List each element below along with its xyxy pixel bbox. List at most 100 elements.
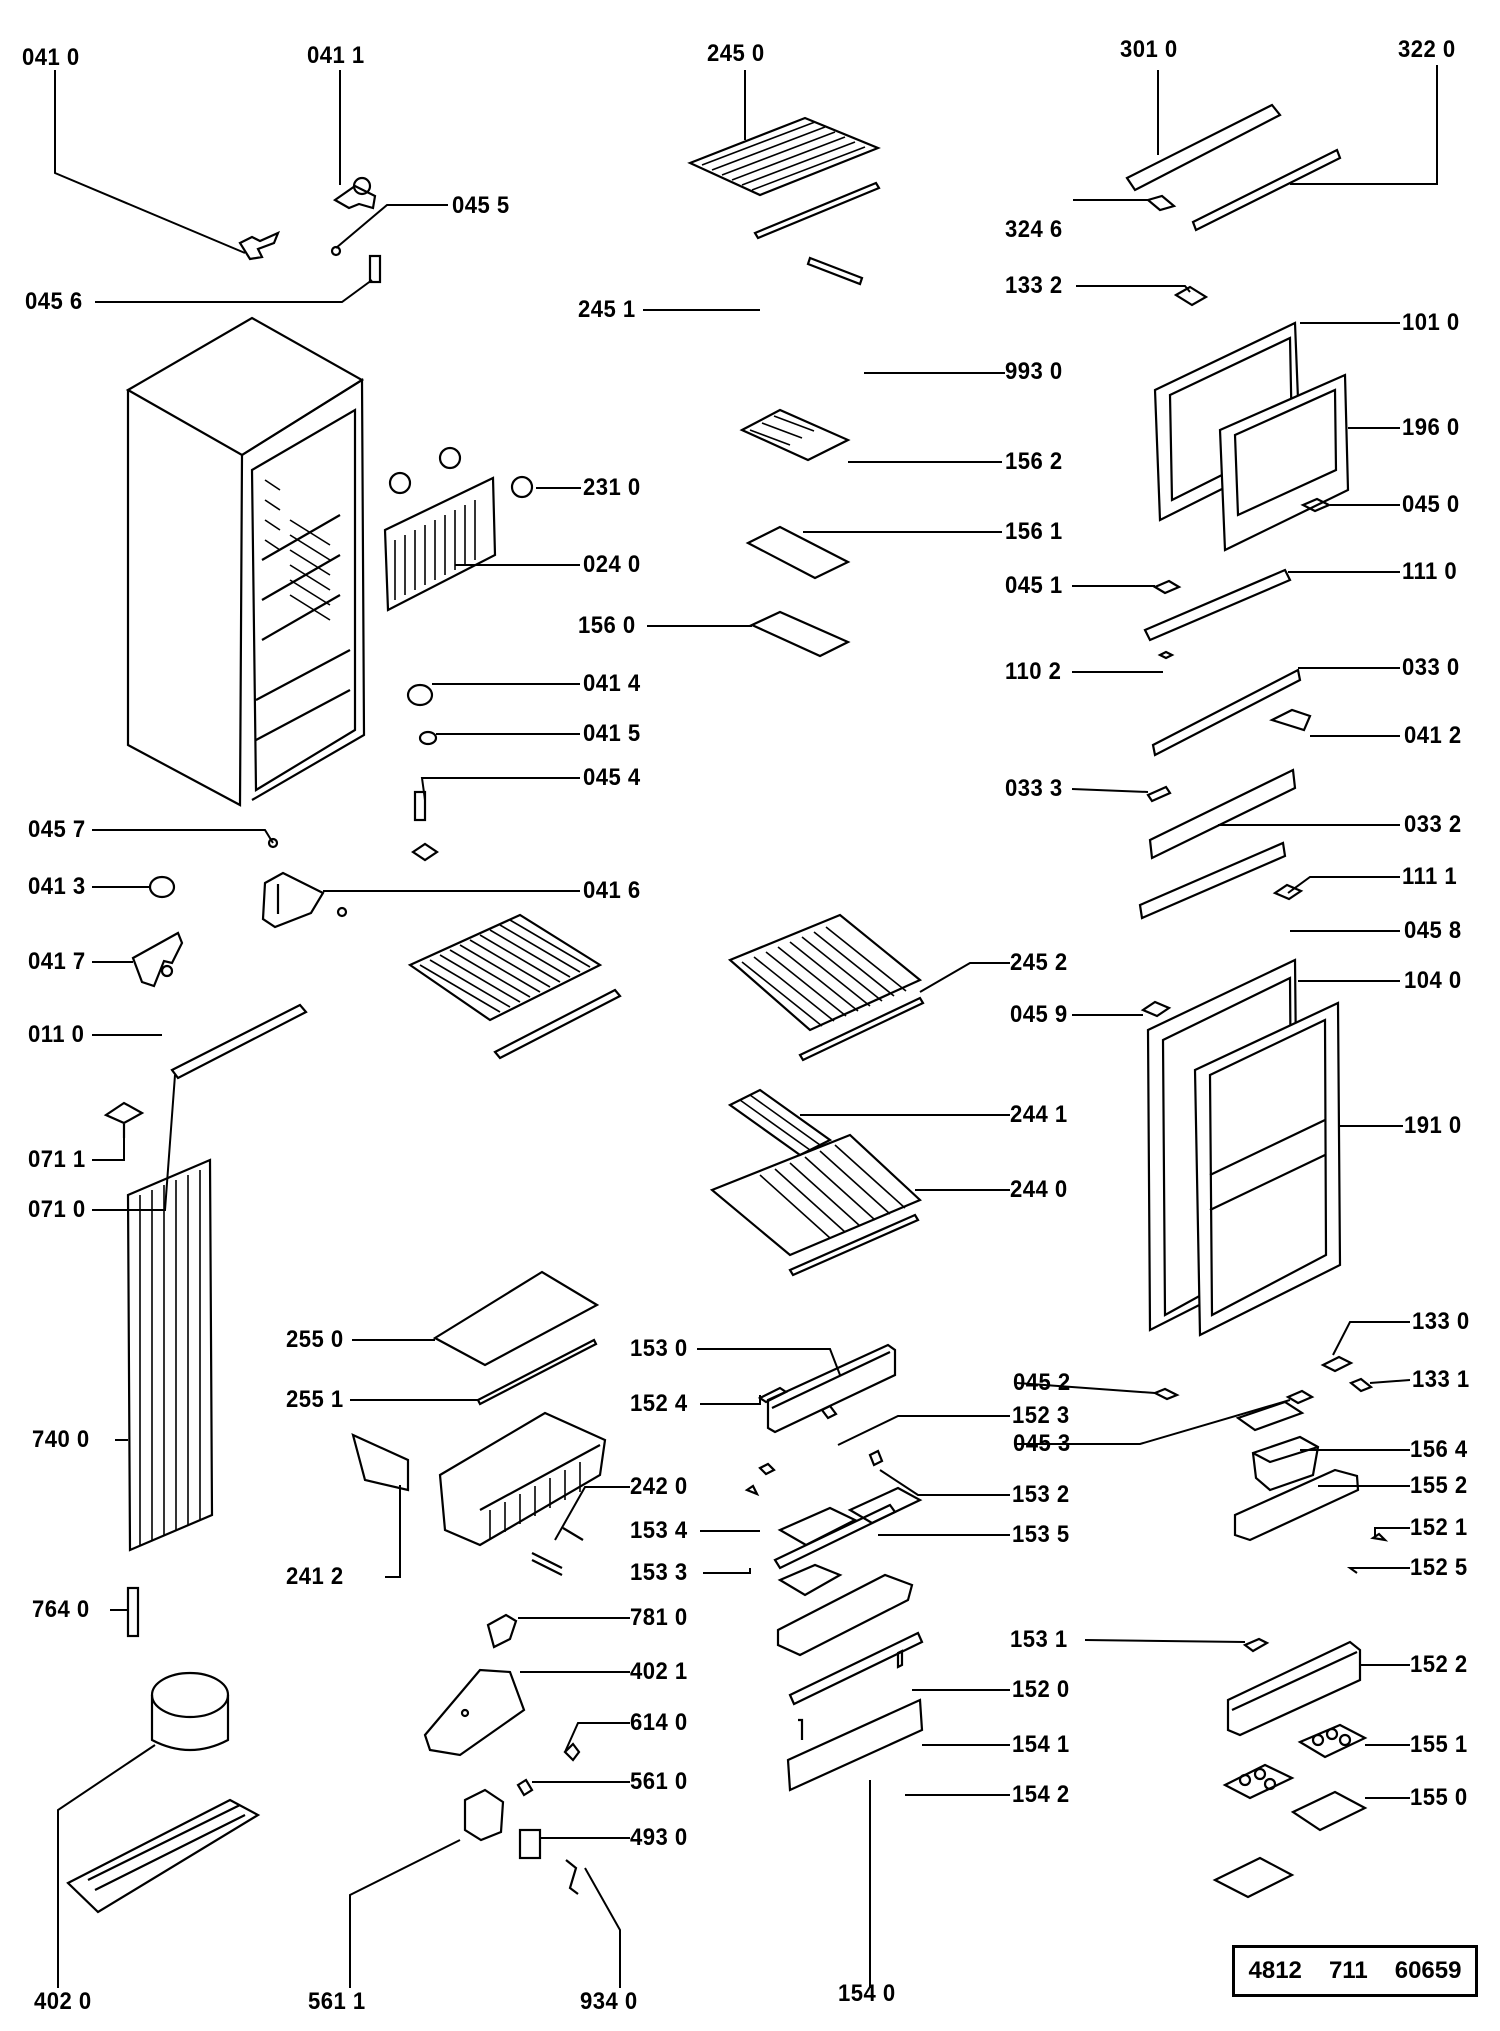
clip-0333 (1146, 785, 1172, 803)
tray-1561 (745, 525, 851, 580)
part-label: 241 2 (286, 1563, 344, 1590)
small-bins (777, 1486, 923, 1597)
part-label: 041 5 (583, 720, 641, 747)
bin-1552 (1251, 1435, 1320, 1492)
part-label: 255 0 (286, 1326, 344, 1353)
clip-1332 (1173, 285, 1209, 307)
wire-shelf-2440 (709, 1133, 922, 1277)
fan-guard-9930 (806, 256, 864, 286)
door-gasket-1960 (1218, 373, 1350, 552)
pad-0459 (1140, 1000, 1172, 1018)
part-label: 561 0 (630, 1768, 688, 1795)
part-label: 255 1 (286, 1386, 344, 1413)
divider-2412 (351, 1433, 410, 1492)
part-label: 196 0 (1402, 414, 1460, 441)
part-label: 322 0 (1398, 36, 1456, 63)
clip-1533 (744, 1484, 760, 1497)
clip-1542 (896, 1649, 904, 1669)
part-label: 242 0 (630, 1473, 688, 1500)
part-label: 133 2 (1005, 272, 1063, 299)
lamp-6140 (563, 1742, 581, 1762)
compressor-4020 (66, 1671, 261, 1914)
part-label: 152 5 (1410, 1554, 1468, 1581)
lamp-cover-4021 (423, 1668, 526, 1757)
part-label: 156 1 (1005, 518, 1063, 545)
part-label: 041 4 (583, 670, 641, 697)
part-label: 245 0 (707, 40, 765, 67)
ice-tray-1560 (749, 610, 851, 658)
clip-0451 (1152, 579, 1182, 595)
part-label: 191 0 (1404, 1112, 1462, 1139)
part-label: 245 2 (1010, 949, 1068, 976)
shelf-strip-2451 (753, 181, 881, 240)
drain-channel-0710 (170, 1003, 308, 1080)
hinge-1331 (1348, 1377, 1374, 1393)
part-label: 045 8 (1404, 917, 1462, 944)
wire-9340 (565, 1859, 579, 1895)
part-label: 154 1 (1012, 1731, 1070, 1758)
hinge-cover-3010 (1125, 103, 1282, 192)
wire-shelf-2452 (727, 913, 925, 1062)
part-label: 024 0 (583, 551, 641, 578)
door-gasket-1910 (1193, 1001, 1342, 1337)
part-label: 153 5 (1012, 1521, 1070, 1548)
part-label: 155 2 (1410, 1472, 1468, 1499)
part-label: 153 3 (630, 1559, 688, 1586)
part-label: 152 2 (1410, 1651, 1468, 1678)
shelf-1522 (1226, 1640, 1362, 1737)
document-number-part: 711 (1328, 1957, 1368, 1984)
shelf-1520 (776, 1573, 914, 1657)
flap-1564 (1235, 1400, 1305, 1432)
clip-1534 (758, 1462, 776, 1476)
part-label: 740 0 (32, 1426, 90, 1453)
part-label: 011 0 (28, 1021, 85, 1048)
part-label: 153 0 (630, 1335, 688, 1362)
document-number-box: 4812 711 60659 (1232, 1945, 1478, 1997)
clip-1524 (757, 1386, 789, 1404)
part-label: 154 2 (1012, 1781, 1070, 1808)
part-label: 045 0 (1402, 491, 1460, 518)
thermostat-knob-4930 (518, 1828, 542, 1860)
part-label: 071 1 (28, 1146, 86, 1173)
drain-cap-0711 (103, 1101, 145, 1138)
part-label: 101 0 (1402, 309, 1460, 336)
strip-1541 (788, 1631, 924, 1706)
cover-strip-2551 (476, 1338, 598, 1406)
evaporator-0240 (383, 476, 497, 612)
washer-0455 (330, 245, 342, 257)
part-label: 245 1 (578, 296, 636, 323)
part-label: 045 5 (452, 192, 510, 219)
part-label: 402 0 (34, 1988, 92, 2015)
bottle-shelf-1530 (766, 1343, 897, 1434)
part-label: 301 0 (1120, 36, 1178, 63)
part-label: 045 9 (1010, 1001, 1068, 1028)
light-switch-7810 (486, 1613, 518, 1649)
part-label: 041 0 (22, 44, 80, 71)
part-label: 045 1 (1005, 572, 1063, 599)
part-label: 152 4 (630, 1390, 688, 1417)
wire-shelf-left (407, 913, 622, 1060)
hinge-strip-3220 (1191, 148, 1342, 232)
part-label: 041 3 (28, 873, 86, 900)
crisper-cover-2550 (432, 1270, 600, 1367)
knob-2310 (388, 446, 534, 499)
part-label: 993 0 (1005, 358, 1063, 385)
part-label: 764 0 (32, 1596, 90, 1623)
part-label: 152 1 (1410, 1514, 1468, 1541)
part-label: 231 0 (583, 474, 641, 501)
clip-1531 (1242, 1637, 1270, 1653)
part-label: 561 1 (308, 1988, 366, 2015)
panel-0330 (1151, 668, 1302, 757)
clip-0452 (1152, 1387, 1180, 1401)
part-label: 244 0 (1010, 1176, 1068, 1203)
document-number-part: 60659 (1394, 1957, 1462, 1984)
part-label: 033 0 (1402, 654, 1460, 681)
part-label: 153 4 (630, 1517, 688, 1544)
hinge-part-0410 (238, 230, 281, 261)
clip-1532 (868, 1449, 884, 1467)
pad-0450 (1300, 497, 1332, 513)
document-number-part: 4812 (1248, 1957, 1302, 1984)
pin-1102 (1157, 650, 1175, 660)
lamp-holder-5610 (516, 1778, 534, 1797)
